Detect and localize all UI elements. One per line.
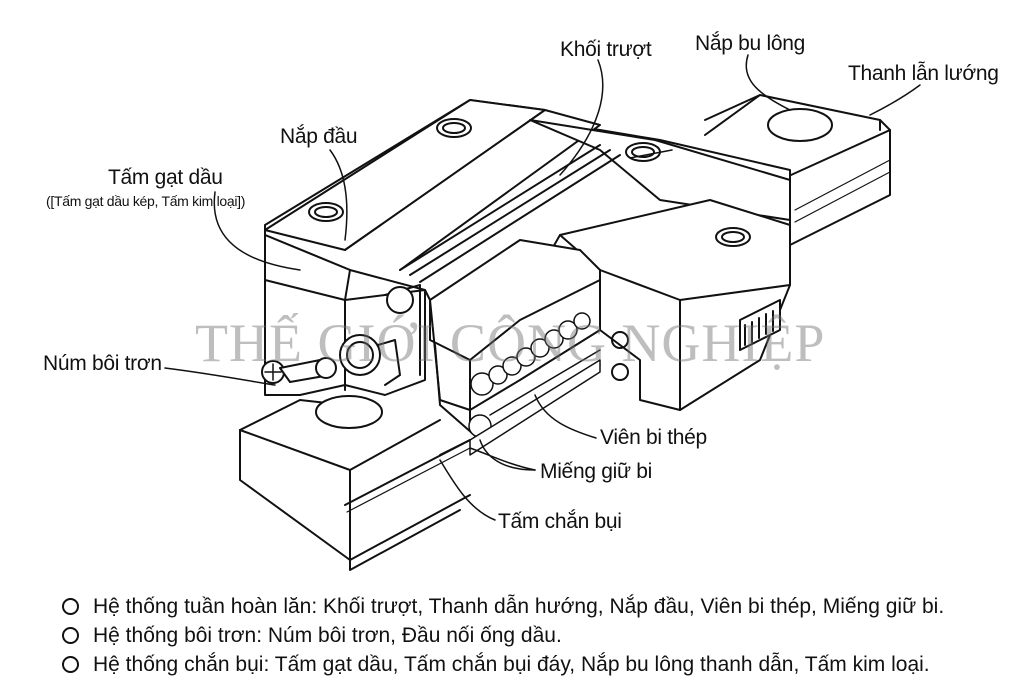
guide-rail	[239, 94, 891, 571]
label-vien-bi-thep: Viên bi thép	[600, 426, 707, 449]
circle-bullet-icon	[62, 656, 79, 673]
slider-block	[264, 99, 791, 411]
leader-lines	[164, 54, 921, 521]
label-tam-chan-bui: Tấm chắn bụi	[498, 510, 622, 533]
legend-text: Hệ thống bôi trơn: Núm bôi trơn, Đầu nối…	[93, 623, 562, 647]
label-khoi-truot: Khối trượt	[560, 38, 652, 61]
label-mieng-giu-bi: Miếng giữ bi	[540, 460, 653, 483]
legend-item: Hệ thống chắn bụi: Tấm gạt dầu, Tấm chắn…	[62, 650, 1022, 679]
legend-text: Hệ thống tuần hoàn lăn: Khối trượt, Than…	[93, 594, 945, 618]
label-nap-bu-long: Nắp bu lông	[695, 32, 805, 55]
legend-item: Hệ thống tuần hoàn lăn: Khối trượt, Than…	[62, 592, 1022, 621]
circle-bullet-icon	[62, 598, 79, 615]
label-num-boi-tron: Núm bôi trơn	[43, 352, 162, 375]
ball-cutaway	[429, 239, 601, 456]
label-tam-gat-dau-sub: ([Tấm gạt dầu kép, Tấm kim loại])	[46, 193, 246, 209]
watermark: THẾ GIỚI CÔNG NGHIỆP	[195, 313, 826, 373]
label-tam-gat-dau: Tấm gạt dầu	[108, 166, 223, 189]
legend-item: Hệ thống bôi trơn: Núm bôi trơn, Đầu nối…	[62, 621, 1022, 650]
legend-text: Hệ thống chắn bụi: Tấm gạt dầu, Tấm chắn…	[93, 652, 930, 676]
label-thanh-dan-huong: Thanh lẫn lướng	[848, 62, 999, 85]
grease-nipple	[261, 357, 337, 384]
circle-bullet-icon	[62, 627, 79, 644]
label-nap-dau: Nắp đầu	[280, 125, 358, 148]
legend-list: Hệ thống tuần hoàn lăn: Khối trượt, Than…	[62, 592, 1022, 679]
